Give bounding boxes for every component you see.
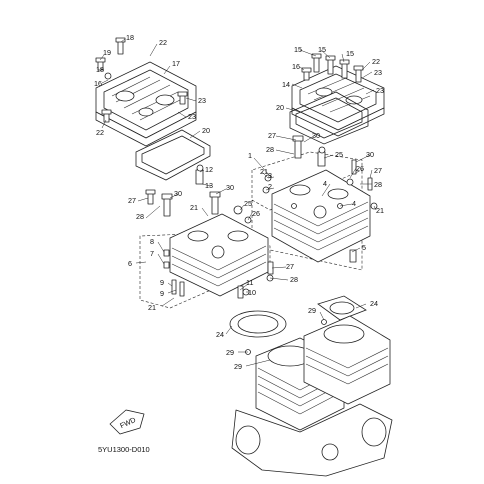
callout-23: 23 <box>188 112 196 121</box>
callout-21: 21 <box>148 303 156 312</box>
callout-16: 16 <box>292 62 300 71</box>
callout-9: 9 <box>160 278 164 287</box>
callout-2: 2 <box>268 182 272 191</box>
front-head-gasket <box>229 310 287 338</box>
callout-26: 26 <box>252 209 260 218</box>
callout-labels: 18 22 19 17 18 16 23 23 22 20 15 15 15 1… <box>94 33 384 454</box>
callout-15: 15 <box>346 49 354 58</box>
callout-27: 27 <box>286 262 294 271</box>
fwd-arrow-icon: FWD <box>109 409 145 435</box>
callout-30: 30 <box>226 183 234 192</box>
callout-4: 4 <box>352 199 356 208</box>
callout-25: 25 <box>335 150 343 159</box>
callout-9: 9 <box>160 289 164 298</box>
callout-28: 28 <box>266 145 274 154</box>
cylinders-and-crankcase <box>231 315 393 477</box>
leader-lines <box>99 38 377 367</box>
callout-19: 19 <box>103 48 111 57</box>
callout-5: 5 <box>362 243 366 252</box>
rear-head-gasket <box>317 295 367 321</box>
rear-spark-plug <box>292 135 304 159</box>
callout-23: 23 <box>376 86 384 95</box>
callout-8: 8 <box>150 237 154 246</box>
callout-27: 27 <box>374 166 382 175</box>
callout-21: 21 <box>260 167 268 176</box>
callout-24: 24 <box>216 330 224 339</box>
rear-cover-bolts <box>301 53 364 83</box>
callout-29: 29 <box>226 348 234 357</box>
callout-4: 4 <box>323 179 327 188</box>
callout-28: 28 <box>374 180 382 189</box>
callout-30: 30 <box>312 131 320 140</box>
callout-6: 6 <box>128 259 132 268</box>
rear-cover-gasket <box>289 91 369 145</box>
callout-21: 21 <box>190 203 198 212</box>
callout-15: 15 <box>294 45 302 54</box>
callout-10: 10 <box>248 288 256 297</box>
callout-1: 1 <box>248 151 252 160</box>
callout-15: 15 <box>318 45 326 54</box>
callout-18: 18 <box>126 33 134 42</box>
callout-30: 30 <box>174 189 182 198</box>
front-cover-gasket <box>135 129 211 181</box>
rear-head-box <box>251 151 363 271</box>
callout-3: 3 <box>268 171 272 180</box>
callout-16: 16 <box>94 79 102 88</box>
callout-23: 23 <box>198 96 206 105</box>
callout-23: 23 <box>374 68 382 77</box>
callout-29: 29 <box>234 362 242 371</box>
callout-27: 27 <box>128 196 136 205</box>
callout-12: 12 <box>205 165 213 174</box>
callout-26: 26 <box>356 164 364 173</box>
callout-22: 22 <box>159 38 167 47</box>
callout-30: 30 <box>366 150 374 159</box>
callout-18: 18 <box>96 65 104 74</box>
callout-20: 20 <box>202 126 210 135</box>
callout-24: 24 <box>370 299 378 308</box>
callout-28: 28 <box>136 212 144 221</box>
callout-17: 17 <box>172 59 180 68</box>
callout-28: 28 <box>290 275 298 284</box>
front-valve-cover <box>95 61 197 147</box>
callout-7: 7 <box>150 249 154 258</box>
diagram-code: 5YU1300-D010 <box>98 445 150 454</box>
callout-11: 11 <box>246 278 253 287</box>
callout-29: 29 <box>308 306 316 315</box>
callout-25: 25 <box>244 199 252 208</box>
callout-14: 14 <box>282 80 290 89</box>
callout-27: 27 <box>268 131 276 140</box>
callout-22: 22 <box>96 128 104 137</box>
callout-22: 22 <box>372 57 380 66</box>
callout-21: 21 <box>376 206 384 215</box>
callout-13: 13 <box>205 181 213 190</box>
callout-20: 20 <box>276 103 284 112</box>
front-cover-bolts <box>95 37 188 123</box>
rear-cylinder-head <box>271 169 371 263</box>
front-spark-plugs <box>161 191 221 217</box>
